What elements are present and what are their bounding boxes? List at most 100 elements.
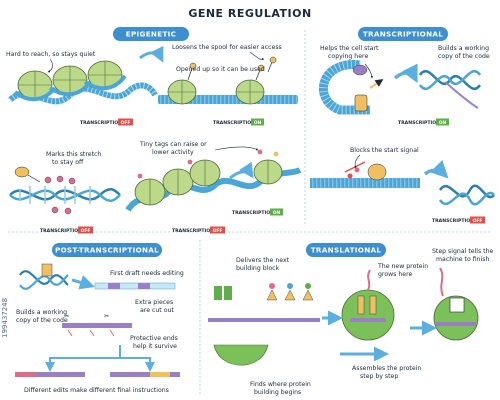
note-tiny-tags-2: lower activity — [152, 149, 194, 156]
status-label: TRANSCRIPTION — [80, 120, 122, 126]
methyl-tag — [51, 206, 59, 214]
methyl-tag — [64, 207, 72, 215]
nucleosome — [235, 79, 265, 105]
section-header-post-transcriptional: POST-TRANSCRIPTIONAL — [52, 243, 162, 257]
note-extra-pieces-2: are cut out — [140, 307, 174, 314]
epigenetic-label: EPIGENETIC — [126, 30, 176, 39]
note-new-protein-1: The new protein — [377, 263, 428, 270]
polymerase — [41, 263, 53, 277]
status-on-1: TRANSCRIPTION ON — [213, 118, 264, 126]
transcribing-dna — [418, 70, 482, 109]
mature-mrna-a — [15, 372, 85, 377]
status-off-4: TRANSCRIPTION OFF — [432, 216, 485, 224]
methyl-tag — [44, 176, 52, 184]
status-on-3: TRANSCRIPTION ON — [398, 118, 449, 126]
mrna-strand — [444, 81, 479, 109]
note-first-draft: First draft needs editing — [110, 270, 184, 277]
nucleosome — [134, 178, 166, 206]
tight-chromatin — [7, 60, 158, 105]
methyl-tag — [68, 177, 76, 185]
process-arrow — [45, 345, 121, 372]
pointer-arrow — [214, 146, 259, 151]
process-arrow — [120, 357, 155, 372]
nucleosome — [17, 70, 53, 100]
note-loosens-spool: Loosens the spool for easier access — [172, 44, 282, 51]
status-on-2: TRANSCRIPTION ON — [232, 208, 283, 216]
note-protective-1: Protective ends — [130, 335, 178, 342]
badge-on: ON — [273, 210, 281, 216]
note-opened-up: Opened up so it can be used — [176, 66, 265, 73]
activator-protein — [354, 94, 368, 112]
cut-mark-icon: ✂ — [104, 313, 109, 320]
mature-mrna-b — [110, 372, 180, 377]
tag-stem — [187, 67, 193, 81]
badge-off: OFF — [81, 228, 91, 234]
badge-on: ON — [254, 120, 262, 126]
note-new-protein-2: grows here — [378, 271, 413, 278]
open-chromatin — [158, 56, 298, 105]
main-title: GENE REGULATION — [188, 7, 311, 20]
note-protective-2: help it survive — [133, 343, 177, 350]
repressed-dna — [310, 161, 420, 188]
nucleosome — [167, 79, 197, 105]
nucleosome — [162, 168, 194, 196]
note-tiny-tags-1: Tiny tags can raise or — [139, 141, 207, 148]
badge-off: OFF — [473, 218, 483, 224]
methylated-dna-helix — [9, 166, 121, 215]
transcription-start — [19, 263, 69, 290]
protein-chain — [439, 267, 444, 297]
repressor-protein — [367, 163, 387, 181]
watermark: 199437248 — [1, 298, 9, 338]
polymerase — [352, 64, 368, 76]
active-ribosome — [341, 269, 395, 341]
enzyme — [14, 166, 30, 178]
status-label: TRANSCRIPTION — [40, 228, 82, 234]
spliced-mrna: ✂ ✂ — [62, 313, 132, 337]
release-factor — [449, 297, 465, 313]
promoter-loop — [319, 60, 384, 115]
tag-stem — [255, 69, 261, 81]
section-header-epigenetic: EPIGENETIC — [113, 27, 189, 41]
methyl-tag — [56, 175, 64, 183]
process-arrow — [71, 275, 95, 290]
pointer-arrow — [354, 154, 361, 169]
note-builds-copy-1: Builds a working — [438, 45, 489, 52]
trna — [284, 289, 296, 301]
terminating-ribosome — [433, 267, 479, 341]
ribosome-subunit — [214, 286, 222, 300]
status-label: TRANSCRIPTION — [432, 218, 474, 224]
note-assembles-1: Assembles the protein — [352, 365, 421, 372]
note-helps-cell-2: copying here — [328, 53, 368, 60]
translational-label: TRANSLATIONAL — [311, 246, 382, 255]
pre-mrna — [94, 282, 176, 290]
status-off-1: TRANSCRIPTION OFF — [80, 118, 133, 126]
histone-tag — [137, 173, 143, 179]
pointer-arrow — [249, 51, 264, 61]
pointer-arrow — [364, 63, 374, 79]
note-delivers-2: building block — [236, 265, 280, 272]
status-label: TRANSCRIPTION — [213, 120, 255, 126]
histone-tag — [257, 149, 263, 155]
note-stop-signal-1: Step signal tells the — [432, 248, 494, 255]
note-extra-pieces-1: Extra pieces — [135, 299, 173, 306]
protein-chain — [367, 269, 371, 291]
acetyl-tag — [257, 64, 265, 72]
note-hard-to-reach: Hard to reach, so stays quiet — [6, 51, 96, 58]
note-stop-signal-2: machine to finish — [436, 256, 489, 263]
process-arrow — [423, 159, 449, 179]
status-label: TRANSCRIPTION — [398, 120, 440, 126]
note-builds-copy-pt-2: copy of the code — [16, 317, 68, 324]
nucleosome — [189, 159, 221, 187]
status-label: TRANSCRIPTION — [172, 228, 214, 234]
status-off-3: TRANSCRIPTION OFF — [172, 226, 225, 234]
note-builds-copy-pt-1: Builds a working — [16, 309, 67, 316]
tag-stem — [267, 61, 273, 73]
trna — [266, 289, 278, 301]
process-arrow — [229, 161, 254, 180]
process-arrow — [139, 45, 164, 63]
status-off-2: TRANSCRIPTION OFF — [40, 226, 93, 234]
badge-on: ON — [439, 120, 447, 126]
trna-set — [266, 283, 314, 301]
note-builds-copy-2: copy of the code — [438, 53, 490, 60]
